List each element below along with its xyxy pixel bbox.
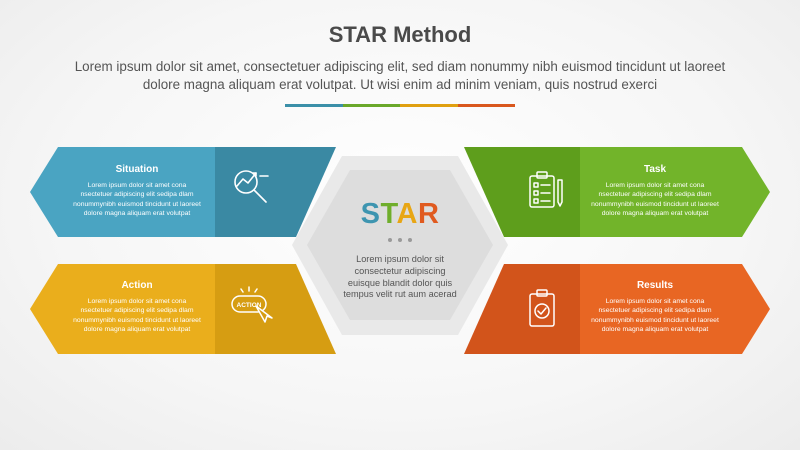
magnifier-chart-icon (234, 170, 269, 203)
center-dot (408, 238, 412, 242)
results-card-text-panel (580, 264, 770, 354)
results-title: Results (636, 280, 674, 291)
situation-card-icon-panel (215, 147, 336, 237)
task-text: Lorem ipsum dolor sit amet cona nsectetu… (591, 182, 719, 218)
center-dot (398, 238, 402, 242)
title-divider (285, 104, 515, 107)
action-card: ACTION (30, 264, 336, 354)
logo-letter-s: S (360, 198, 381, 230)
center-description: Lorem ipsum dolor sit consectetur adipis… (343, 254, 457, 300)
results-card (464, 264, 770, 354)
action-card-icon-panel (215, 264, 336, 354)
situation-card-text-panel (30, 147, 215, 237)
divider-segment-4 (457, 104, 515, 107)
center-dots (388, 238, 412, 242)
results-card-icon-panel (464, 264, 580, 354)
divider-segment-1 (285, 104, 343, 107)
situation-card (30, 147, 336, 237)
logo-letter-r: R (417, 198, 440, 230)
logo-letter-t: T (380, 198, 397, 230)
action-title: Action (121, 280, 153, 291)
action-text: Lorem ipsum dolor sit amet cona nsectetu… (73, 298, 201, 334)
center-hexagon-inner (307, 170, 493, 320)
situation-text: Lorem ipsum dolor sit amet cona nsectetu… (73, 182, 201, 218)
situation-title: Situation (115, 164, 159, 175)
page-title: STAR Method (328, 22, 472, 47)
divider-segment-2 (342, 104, 400, 107)
task-card-icon-panel (464, 147, 580, 237)
task-title: Task (643, 164, 667, 175)
center-dot (388, 238, 392, 242)
action-card-text-panel (30, 264, 215, 354)
star-logo: STAR (340, 198, 460, 231)
action-icon-label: ACTION (237, 302, 262, 309)
page-subtitle: Lorem ipsum dolor sit amet, consectetuer… (74, 59, 726, 92)
action-button-cursor-icon (231, 286, 273, 323)
task-card-text-panel (580, 147, 770, 237)
divider-segment-3 (400, 104, 458, 107)
logo-letter-a: A (396, 198, 418, 230)
clipboard-checklist-pencil-icon (529, 171, 563, 208)
clipboard-check-icon (529, 289, 555, 327)
task-card (464, 147, 770, 237)
results-text: Lorem ipsum dolor sit amet cona nsectetu… (591, 298, 719, 334)
